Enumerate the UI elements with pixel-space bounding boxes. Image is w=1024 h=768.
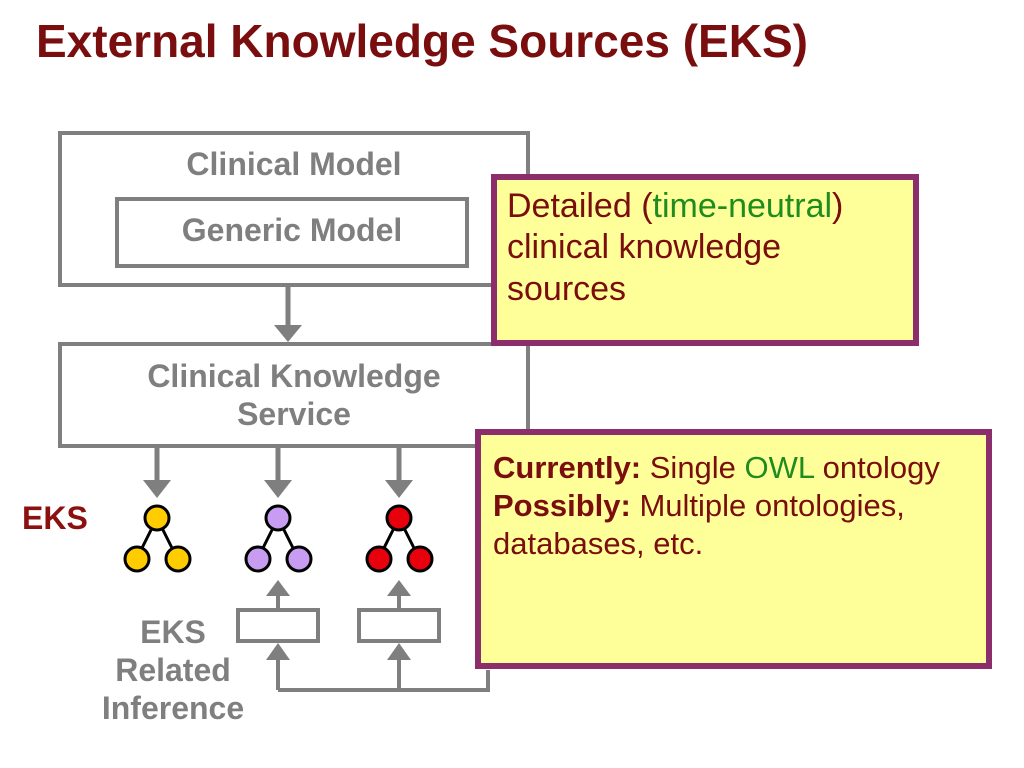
clinical-model-label: Clinical Model <box>186 146 402 182</box>
ontology-tree-yellow <box>123 504 192 573</box>
eks-options-callout: Currently: Single OWL ontology Possibly:… <box>475 429 992 669</box>
currently-line: Currently: Single OWL ontology <box>493 450 940 485</box>
ontology-tree-purple <box>244 504 313 573</box>
inference-box-1 <box>236 608 320 643</box>
inference-box-2 <box>357 608 441 643</box>
eks-label: EKS <box>22 500 88 536</box>
service-to-eks-arrows <box>143 448 413 498</box>
ontology-tree-red <box>365 504 434 573</box>
clinical-knowledge-service-label: Clinical Knowledge Service <box>147 358 441 433</box>
eks-related-inference-label: EKS Related Inference <box>101 614 245 726</box>
generic-model-box <box>115 197 469 268</box>
slide-title: External Knowledge Sources (EKS) <box>36 15 808 67</box>
inference-feed-lines <box>266 643 490 692</box>
inference-arrows <box>266 580 411 608</box>
clinical-knowledge-service-box <box>58 342 530 448</box>
detailed-sources-callout: Detailed (time-neutral) clinical knowled… <box>491 174 919 346</box>
possibly-line: Possibly: Multiple ontologies, databases… <box>493 487 905 561</box>
generic-model-label: Generic Model <box>181 212 403 248</box>
